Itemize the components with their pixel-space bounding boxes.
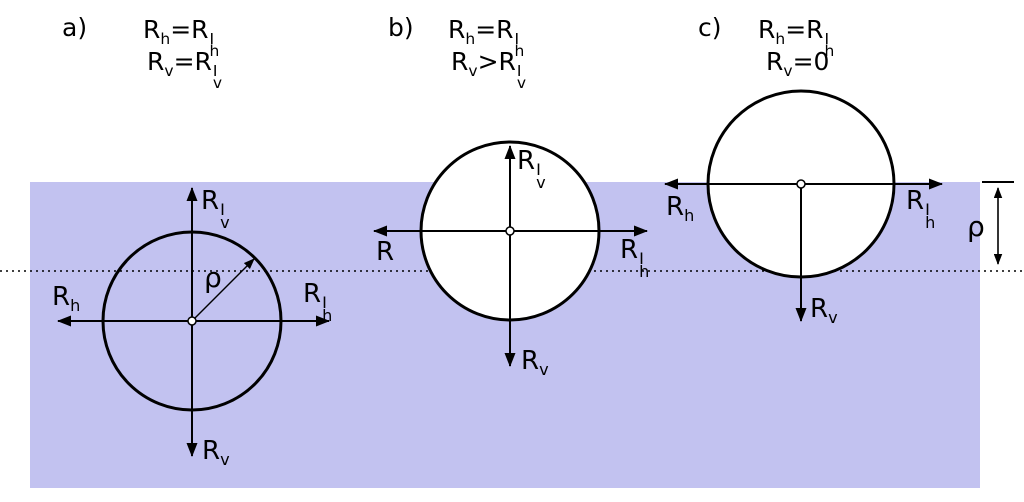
panel-c-title: c) xyxy=(698,13,722,42)
label-b-rv: Rv xyxy=(521,346,549,380)
label-a-rho: ρ xyxy=(204,261,222,294)
panel-c-formula-2: Rv=0 xyxy=(766,47,830,80)
label-depth-rho: ρ xyxy=(967,210,985,243)
panel-a-title: a) xyxy=(62,13,88,42)
label-c-rv: Rv xyxy=(810,294,838,328)
label-a-rh: Rh xyxy=(52,282,81,316)
center-dot-c xyxy=(796,179,806,189)
label-b-r: R xyxy=(376,237,395,267)
label-a-rv: Rv xyxy=(202,436,230,470)
label-c-rh: Rh xyxy=(666,192,695,226)
center-dot-b xyxy=(505,226,515,236)
panel-b-title: b) xyxy=(388,13,414,42)
arrow-a-radius-rho xyxy=(191,258,255,322)
center-dot-a xyxy=(187,316,197,326)
